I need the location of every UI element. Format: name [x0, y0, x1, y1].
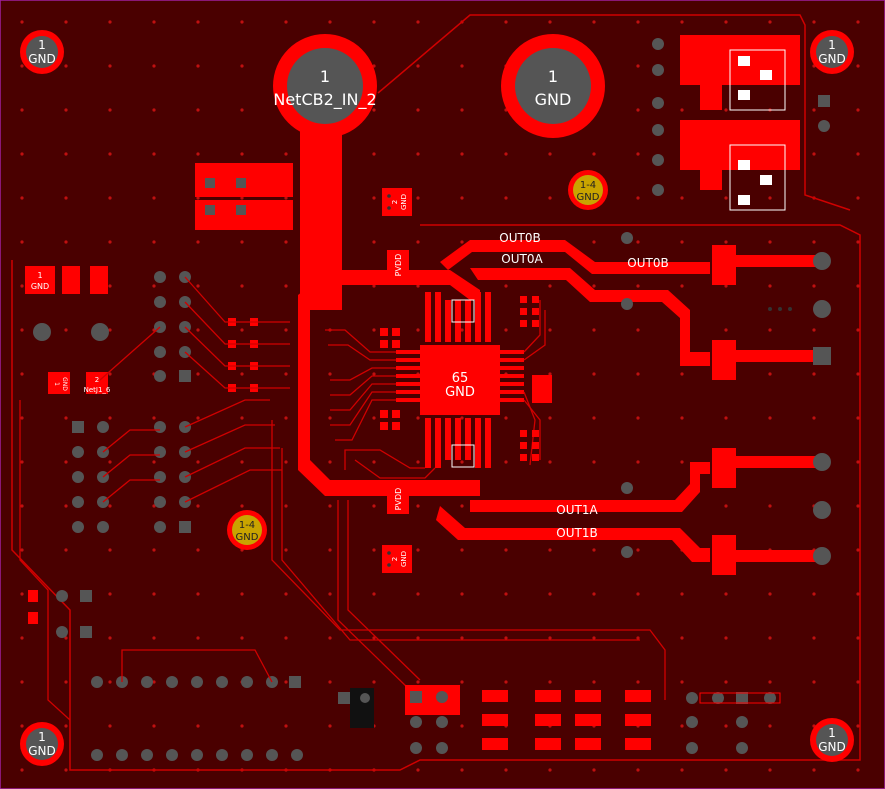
bottom-right-header — [686, 692, 781, 754]
smd-num: 1 — [37, 271, 42, 280]
cap-net: GND — [400, 551, 408, 567]
edge-trace — [11, 224, 861, 771]
smd-net: GND — [31, 282, 49, 291]
pvdd-label: PVDD — [394, 488, 403, 511]
out1a-trace — [470, 462, 710, 512]
gnd-big-pad: 1 GND — [501, 34, 605, 138]
cap-num: 2 — [391, 200, 399, 204]
pad-number: 1 — [320, 67, 330, 86]
pad-number: 1-4 — [239, 520, 255, 531]
long-signal-traces — [19, 400, 666, 721]
ic-passives — [380, 296, 539, 461]
switch-lower-left — [28, 590, 92, 638]
chip-number: 65 — [452, 371, 469, 386]
pad-net: GND — [28, 52, 56, 66]
pvdd-feed — [320, 240, 342, 285]
power-connector — [195, 163, 330, 240]
out1b-trace — [436, 506, 710, 562]
pvdd-label: PVDD — [394, 254, 403, 277]
net-label-out1b: OUT1B — [556, 526, 597, 540]
gnd-pad-bottom-left: 1 GND — [20, 722, 64, 766]
gnd-pad-top-left: 1 GND — [20, 30, 64, 74]
pad-net: GND — [535, 90, 572, 109]
pad-number: 1 — [548, 67, 558, 86]
gnd-pad-top-right: 1 GND — [810, 30, 854, 74]
lower-header-traces — [102, 399, 282, 503]
pad-number: 1 — [38, 730, 46, 744]
gnd-pad-bottom-right: 1 GND — [810, 718, 854, 762]
pad-net: GND — [28, 744, 56, 758]
net-label-out0b: OUT0B — [499, 231, 540, 245]
jumper-bottom-left — [338, 688, 374, 728]
gold-gnd-pad-top: 1-4 GND — [568, 170, 608, 210]
top-right-trace — [377, 14, 851, 211]
pad-net: GND — [236, 532, 259, 543]
net-label-out1a: OUT1A — [556, 503, 598, 517]
pad-net: GND — [818, 52, 846, 66]
pad-number: 1-4 — [580, 180, 596, 191]
resistor-array — [482, 690, 651, 750]
jumper-bottom-center — [405, 685, 460, 754]
header-traces — [99, 276, 290, 389]
cap-num: 2 — [391, 557, 399, 561]
smd-num: 1 — [53, 382, 60, 386]
bottom-header-row-2 — [91, 749, 303, 761]
net-label-out0a: OUT0A — [501, 252, 543, 266]
ic-signal-traces-left — [325, 329, 436, 479]
bus-test-points — [621, 232, 633, 558]
regulator-bottom — [652, 95, 830, 211]
pvdd-cap-bottom: PVDD — [387, 484, 409, 514]
pad-net: GND — [577, 192, 600, 203]
driver-ic: 65 GND — [396, 292, 552, 468]
pad-number: 1 — [828, 726, 836, 740]
pad-net: NetCB2_IN_2 — [273, 90, 376, 110]
gnd-cap-bottom: GND 2 — [382, 545, 412, 573]
out0a-trace — [470, 268, 710, 366]
pad-number: 1 — [38, 38, 46, 52]
pad-net: GND — [818, 740, 846, 754]
output-connector-bottom — [712, 448, 831, 575]
gnd-cap-top: GND 2 — [382, 188, 412, 216]
net-label-out0b-right: OUT0B — [627, 256, 668, 270]
out0b-trace — [440, 240, 710, 274]
pvdd-ring — [298, 270, 480, 496]
cap-net: GND — [400, 194, 408, 210]
pad-number: 1 — [828, 38, 836, 52]
netj1-num: 2 — [95, 376, 99, 384]
output-connector-top — [712, 245, 831, 380]
pvdd-cap-top: PVDD — [387, 250, 409, 280]
regulator-top — [652, 35, 800, 111]
chip-net: GND — [445, 385, 475, 400]
smd-net: GND — [61, 377, 68, 391]
gold-gnd-pad-left: 1-4 GND — [227, 510, 267, 550]
bottom-header-row-1 — [91, 676, 301, 688]
ic-signal-traces-right — [523, 300, 546, 466]
netj1-net: NetJ1_6 — [84, 386, 111, 394]
